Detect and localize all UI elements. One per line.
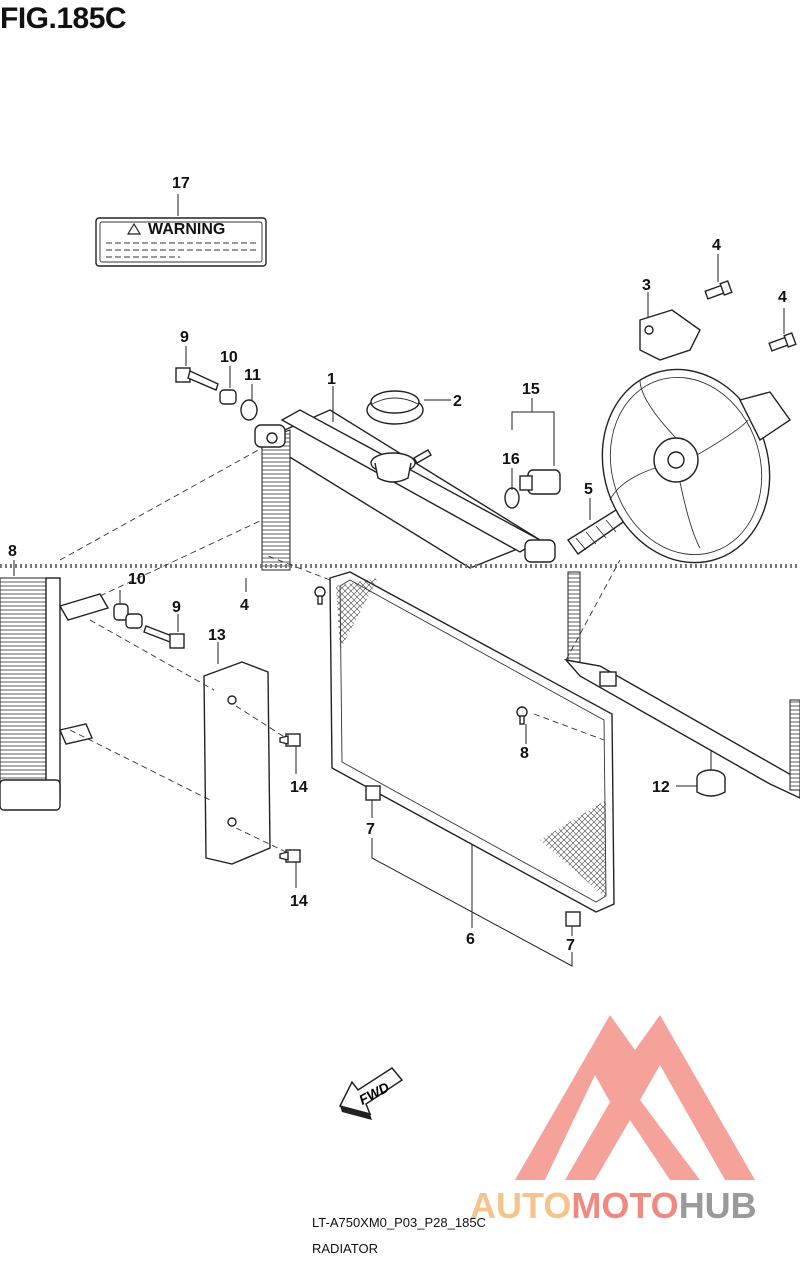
screw-8-upper bbox=[314, 586, 326, 605]
grommet-12 bbox=[696, 769, 726, 797]
callout-8-left: 8 bbox=[8, 543, 17, 560]
figure-title: FIG.185C bbox=[0, 2, 127, 35]
callout-7-upper: 7 bbox=[366, 821, 375, 838]
callout-4-right: 4 bbox=[778, 289, 787, 306]
radiator-side-left bbox=[0, 577, 110, 811]
clip-14-upper bbox=[279, 733, 301, 747]
callout-4-lower: 4 bbox=[240, 597, 249, 614]
callout-15: 15 bbox=[522, 381, 540, 398]
watermark-logo bbox=[515, 1015, 755, 1180]
collar-10-lower bbox=[113, 603, 143, 629]
callout-labels: 1 2 3 4 4 4 5 6 7 7 8 8 9 9 10 10 11 12 … bbox=[8, 175, 787, 954]
bolt-4-right bbox=[768, 332, 797, 352]
watermark-moto: MOTO bbox=[571, 1185, 679, 1226]
bolt-9-lower bbox=[143, 625, 185, 649]
radiator-side-right bbox=[564, 571, 800, 799]
watermark-triangle-icon bbox=[515, 1015, 755, 1180]
radiator-core bbox=[254, 409, 556, 571]
callout-4-upper: 4 bbox=[712, 237, 721, 254]
radiator-cap bbox=[366, 390, 424, 425]
radiator-hose bbox=[566, 509, 628, 555]
watermark-auto: AUTO bbox=[470, 1185, 572, 1226]
collar-10-upper bbox=[219, 389, 237, 405]
bolt-9-upper bbox=[175, 367, 219, 391]
warning-label-text: WARNING bbox=[148, 221, 225, 238]
callout-8-screen: 8 bbox=[520, 745, 529, 762]
screen-mount-upper bbox=[365, 785, 381, 801]
drawing-code: LT-A750XM0_P03_P28_185C bbox=[312, 1215, 486, 1230]
watermark-hub: HUB bbox=[678, 1185, 757, 1226]
callout-10-upper: 10 bbox=[220, 349, 238, 366]
watermark-text: AUTOMOTOHUB bbox=[470, 1185, 757, 1227]
warning-label-plate: WARNING bbox=[95, 217, 267, 267]
clip-14-lower bbox=[279, 849, 301, 863]
fwd-arrow: FWD bbox=[338, 1067, 404, 1120]
screen-mount-lower bbox=[565, 911, 581, 927]
callout-2: 2 bbox=[453, 393, 462, 410]
o-ring bbox=[504, 487, 520, 509]
callout-11: 11 bbox=[244, 367, 261, 384]
shroud-plate bbox=[203, 661, 271, 865]
callout-3: 3 bbox=[642, 277, 651, 294]
callout-9-upper: 9 bbox=[180, 329, 189, 346]
callout-6: 6 bbox=[466, 931, 475, 948]
bolt-4-upper bbox=[704, 280, 733, 300]
callout-14-lower: 14 bbox=[290, 893, 308, 910]
grommet-11 bbox=[240, 399, 258, 421]
filler-neck bbox=[370, 449, 432, 483]
callout-10-lower: 10 bbox=[128, 571, 146, 588]
leader-lines bbox=[13, 194, 785, 967]
radiator-screen bbox=[329, 571, 615, 913]
callout-5: 5 bbox=[584, 481, 593, 498]
screw-8-lower bbox=[516, 706, 528, 725]
callout-13: 13 bbox=[208, 627, 226, 644]
callout-16: 16 bbox=[502, 451, 520, 468]
callout-1: 1 bbox=[327, 371, 336, 388]
callout-7-lower: 7 bbox=[566, 937, 575, 954]
callout-17: 17 bbox=[172, 175, 190, 192]
callout-14-upper: 14 bbox=[290, 779, 308, 796]
drawing-title: RADIATOR bbox=[312, 1241, 378, 1256]
callout-12: 12 bbox=[652, 779, 670, 796]
callout-9-lower: 9 bbox=[172, 599, 181, 616]
fan-bracket bbox=[639, 309, 701, 361]
cooling-fan bbox=[601, 368, 791, 564]
warning-triangle-icon bbox=[126, 222, 142, 235]
thermo-switch bbox=[519, 469, 561, 495]
